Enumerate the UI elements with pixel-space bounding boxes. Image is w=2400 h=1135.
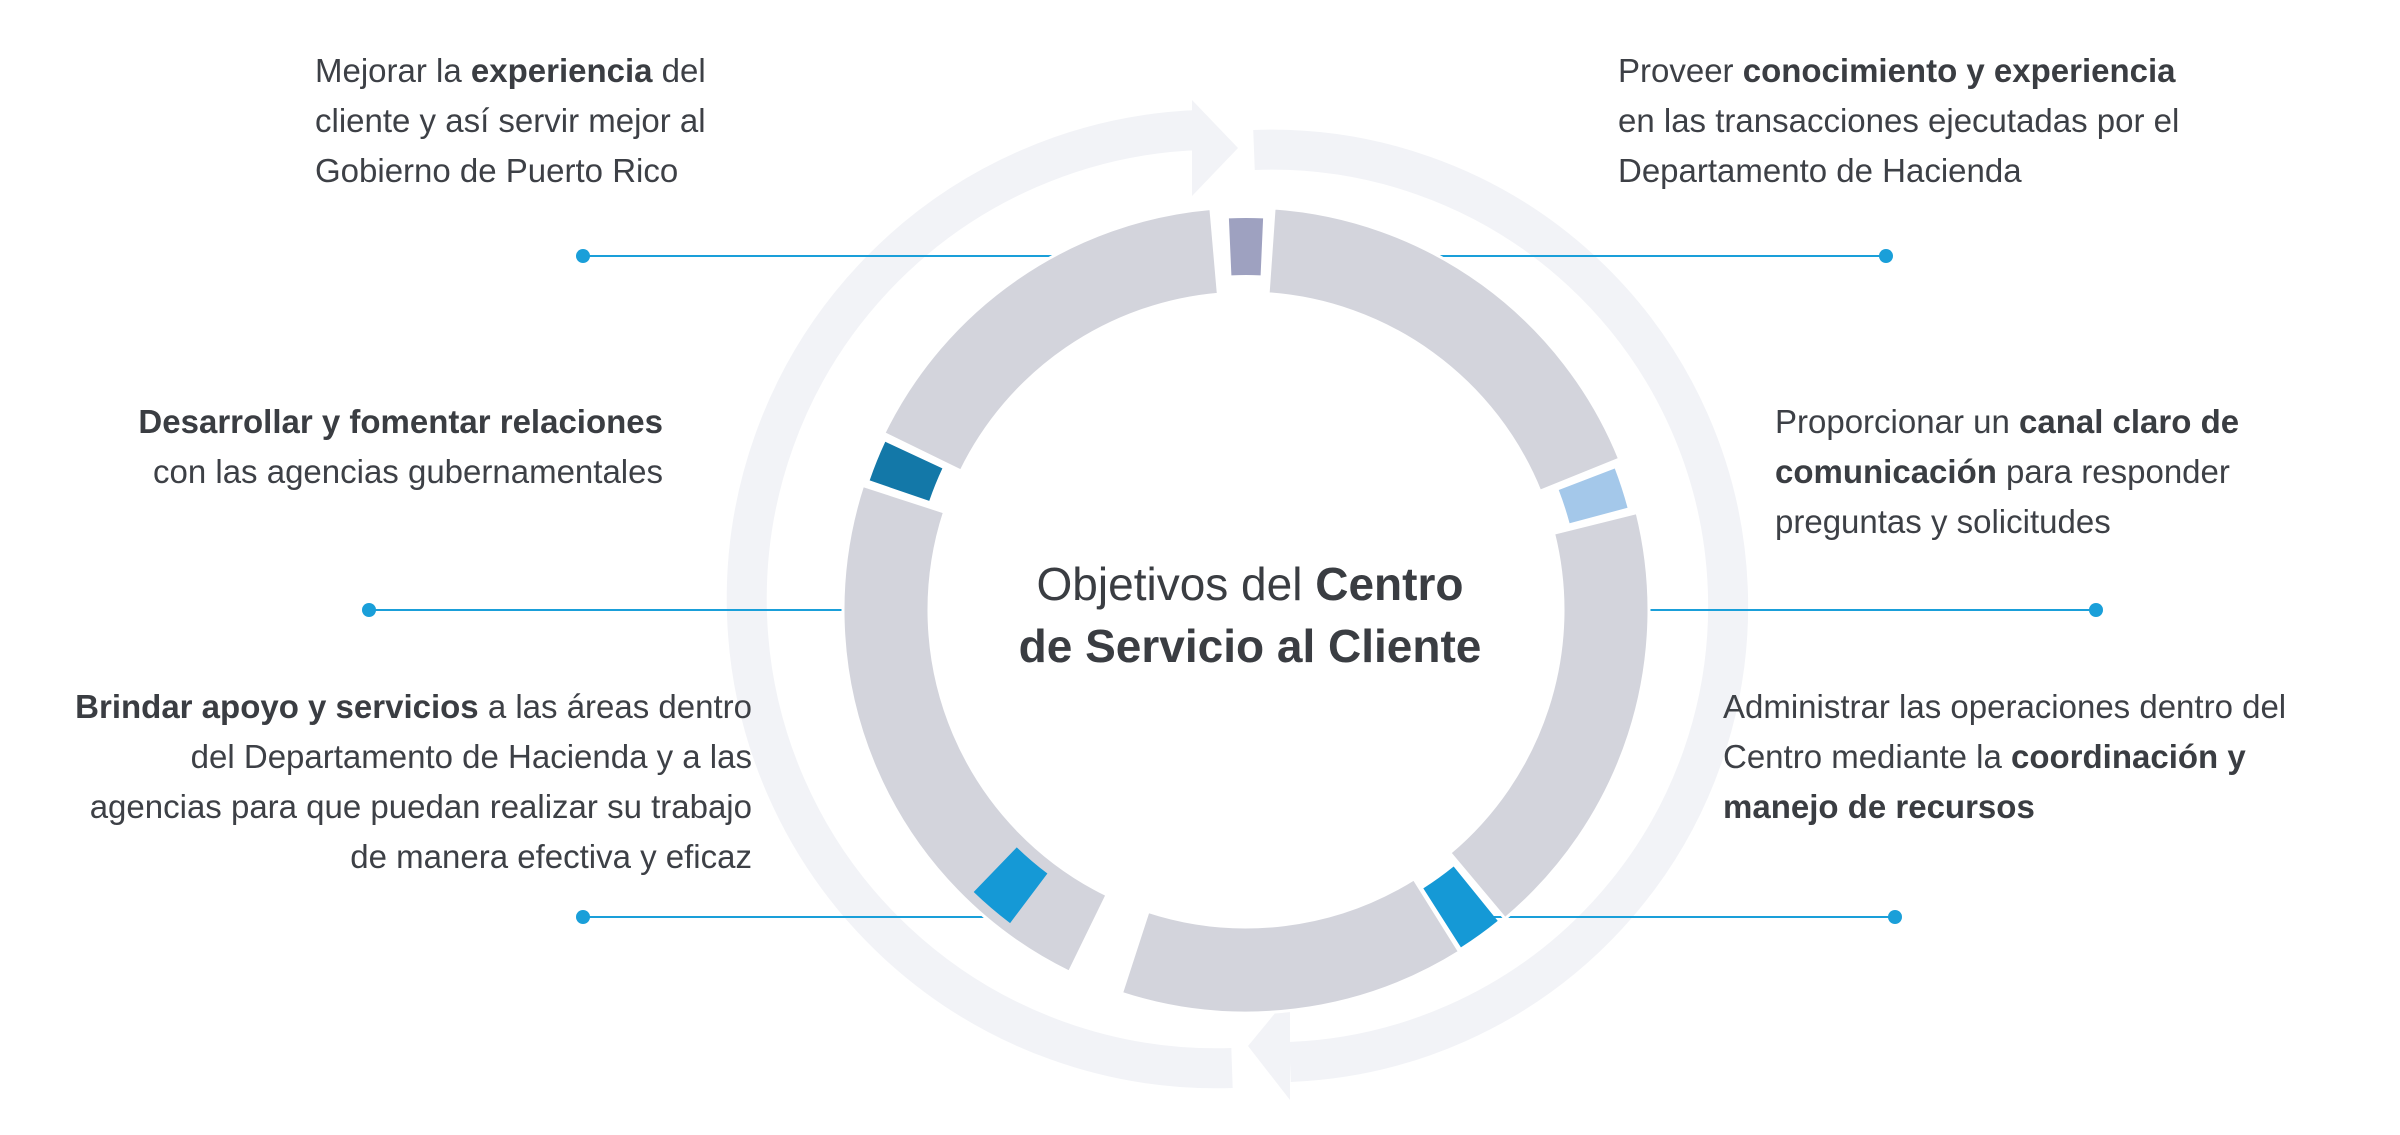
- ring-accent-top: [1228, 218, 1264, 276]
- objective-highlight: conocimiento y experiencia: [1742, 52, 2176, 89]
- connector-dot-middle-right: [2089, 603, 2103, 617]
- connector-lines: [362, 249, 2103, 924]
- objective-highlight: canal claro de: [2018, 403, 2240, 440]
- outer-arrow-right-arc: [1253, 129, 1749, 1082]
- objective-text: agencias para que puedan realizar su tra…: [89, 788, 752, 825]
- objective-text: con las agencias gubernamentales: [152, 453, 663, 490]
- connector-dot-bottom-right: [1888, 910, 1902, 924]
- objective-text: en las transacciones ejecutadas por el: [1618, 102, 2180, 139]
- center-title-plain: Objetivos del: [1036, 558, 1303, 610]
- objective-manage-operations: Administrar las operaciones dentro del C…: [1723, 682, 2375, 832]
- objective-improve-experience: Mejorar la experiencia del cliente y así…: [315, 46, 815, 196]
- connector-dot-top-left: [576, 249, 590, 263]
- objective-highlight: Brindar apoyo y servicios: [75, 688, 479, 725]
- ring-accent-left: [869, 441, 943, 501]
- objective-text: Proveer: [1618, 52, 1743, 89]
- outer-arrow-head-top: [1192, 100, 1238, 196]
- objective-text: del: [652, 52, 706, 89]
- objective-highlight: Desarrollar y fomentar relaciones: [138, 403, 663, 440]
- objective-text: para responder: [1996, 453, 2230, 490]
- objective-text: del Departamento de Hacienda y a las: [190, 738, 752, 775]
- connector-dot-top-right: [1879, 249, 1893, 263]
- center-title-bold-1: Centro: [1315, 558, 1464, 610]
- objective-highlight: manejo de recursos: [1723, 788, 2035, 825]
- connector-dot-bottom-left: [576, 910, 590, 924]
- objective-text: Centro mediante la: [1723, 738, 2011, 775]
- outer-arrow-left-arc: [726, 110, 1233, 1089]
- ring-accent-bottom-left: [973, 847, 1048, 924]
- ring-accent-bottom-right: [1423, 866, 1498, 948]
- outer-cycle-arrows: [726, 100, 1749, 1100]
- objective-text: Proporcionar un: [1775, 403, 2019, 440]
- inner-ring: [841, 206, 1651, 1015]
- connector-dot-middle-left: [362, 603, 376, 617]
- objective-text: Administrar las operaciones dentro del: [1723, 688, 2287, 725]
- objective-highlight: comunicación: [1775, 453, 1997, 490]
- objective-highlight: coordinación y: [2011, 738, 2246, 775]
- objective-text: Departamento de Hacienda: [1618, 152, 2022, 189]
- ring-accent-right: [1558, 468, 1628, 524]
- objective-text: cliente y así servir mejor al: [315, 102, 706, 139]
- center-title-bold-2: de Servicio al Cliente: [1018, 620, 1482, 672]
- outer-arrow-head-bottom: [1248, 995, 1290, 1100]
- objective-clear-communication: Proporcionar un canal claro de comunicac…: [1775, 397, 2375, 547]
- objective-text: Mejorar la: [315, 52, 471, 89]
- objective-highlight: experiencia: [470, 52, 653, 89]
- objective-develop-relations: Desarrollar y fomentar relaciones con la…: [40, 397, 663, 497]
- objective-text: de manera efectiva y eficaz: [350, 838, 752, 875]
- center-title: Objetivos del Centro de Servicio al Clie…: [1000, 553, 1500, 677]
- objective-provide-support: Brindar apoyo y servicios a las áreas de…: [30, 682, 752, 882]
- objective-text: preguntas y solicitudes: [1775, 503, 2111, 540]
- ring-segment-top-left: [881, 206, 1220, 474]
- objective-text: Gobierno de Puerto Rico: [315, 152, 679, 189]
- objective-text: a las áreas dentro: [478, 688, 752, 725]
- objective-provide-knowledge: Proveer conocimiento y experiencia en la…: [1618, 46, 2378, 196]
- center-disc: [929, 293, 1563, 927]
